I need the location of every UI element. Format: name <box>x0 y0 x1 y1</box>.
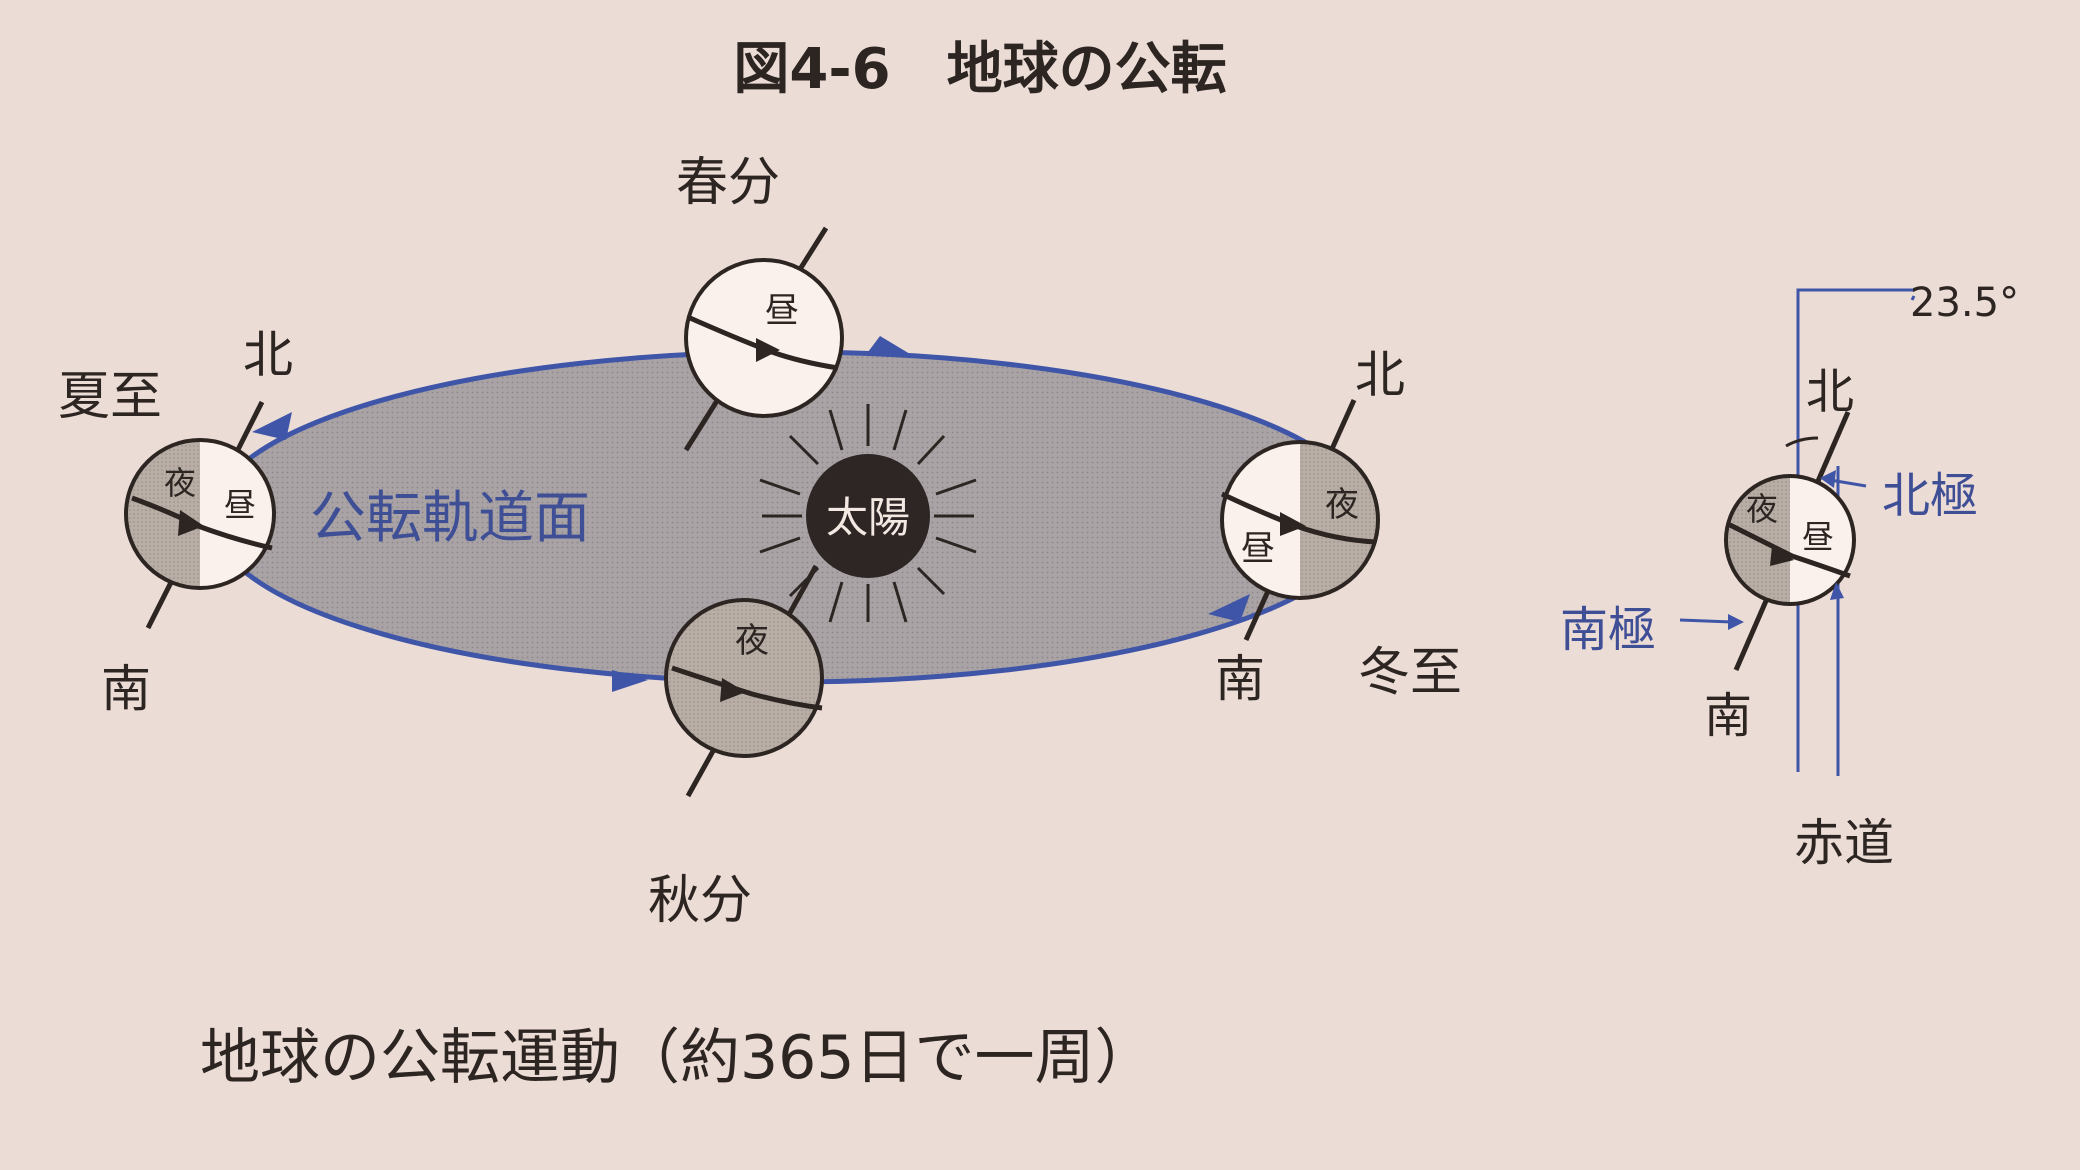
rotation-arrow-icon <box>720 678 746 702</box>
rotation-arrow-icon <box>1770 546 1794 566</box>
winter-solstice-label: 冬至 <box>1358 643 1462 703</box>
rotation-arrow-icon <box>756 338 780 362</box>
spring-equinox-label: 春分 <box>676 153 780 213</box>
equator-arrow-icon <box>1830 582 1844 600</box>
earth-summer: 夜 昼 <box>124 400 276 630</box>
winter-north-label: 北 <box>1355 346 1405 404</box>
winter-night-label: 夜 <box>1325 485 1359 525</box>
south-pole-arrow-icon <box>1728 614 1744 630</box>
orbit-arrow-icon <box>612 670 648 692</box>
equator-label: 赤道 <box>1794 814 1894 872</box>
rotation-arrow-icon <box>178 510 204 536</box>
winter-south-label: 南 <box>1215 650 1265 708</box>
summer-night-label: 夜 <box>164 464 196 502</box>
orbit-arrow-icon <box>1208 594 1250 622</box>
summer-south-label: 南 <box>101 660 151 718</box>
autumn-equinox-label: 秋分 <box>648 871 752 931</box>
rotation-arrow-icon <box>1280 512 1306 536</box>
figure-title: 図4-6 地球の公転 <box>733 37 1226 102</box>
orbit-arrow-icon <box>868 336 910 354</box>
tilt-north-label: 北 <box>1806 364 1854 420</box>
tilt-south-label: 南 <box>1704 688 1752 744</box>
earth-spring: 昼 <box>683 226 844 452</box>
summer-day-label: 昼 <box>224 486 256 524</box>
north-pole-arrow-icon <box>1820 470 1836 488</box>
summer-solstice-label: 夏至 <box>58 367 162 427</box>
tilt-day-label: 昼 <box>1802 518 1834 556</box>
earth-winter: 夜 昼 <box>1220 398 1380 642</box>
tilt-night-label: 夜 <box>1746 490 1778 528</box>
orbit-plane-label: 公転軌道面 <box>310 486 590 551</box>
sun: 太陽 <box>759 404 977 623</box>
tilt-angle-label: 23.5° <box>1910 280 2019 326</box>
south-pole-label: 南極 <box>1560 602 1656 658</box>
orbit-arrow-icon <box>252 412 292 440</box>
axial-tilt-detail: 23.5° 夜 昼 <box>1679 280 2019 776</box>
sun-label: 太陽 <box>826 493 910 542</box>
winter-day-label: 昼 <box>1241 529 1275 569</box>
autumn-night-label: 夜 <box>735 621 769 661</box>
earth-autumn: 夜 <box>664 564 824 798</box>
spring-day-label: 昼 <box>765 291 799 331</box>
summer-north-label: 北 <box>243 326 293 384</box>
north-pole-label: 北極 <box>1882 468 1978 524</box>
figure-caption: 地球の公転運動（約365日で一周） <box>200 1023 1155 1093</box>
